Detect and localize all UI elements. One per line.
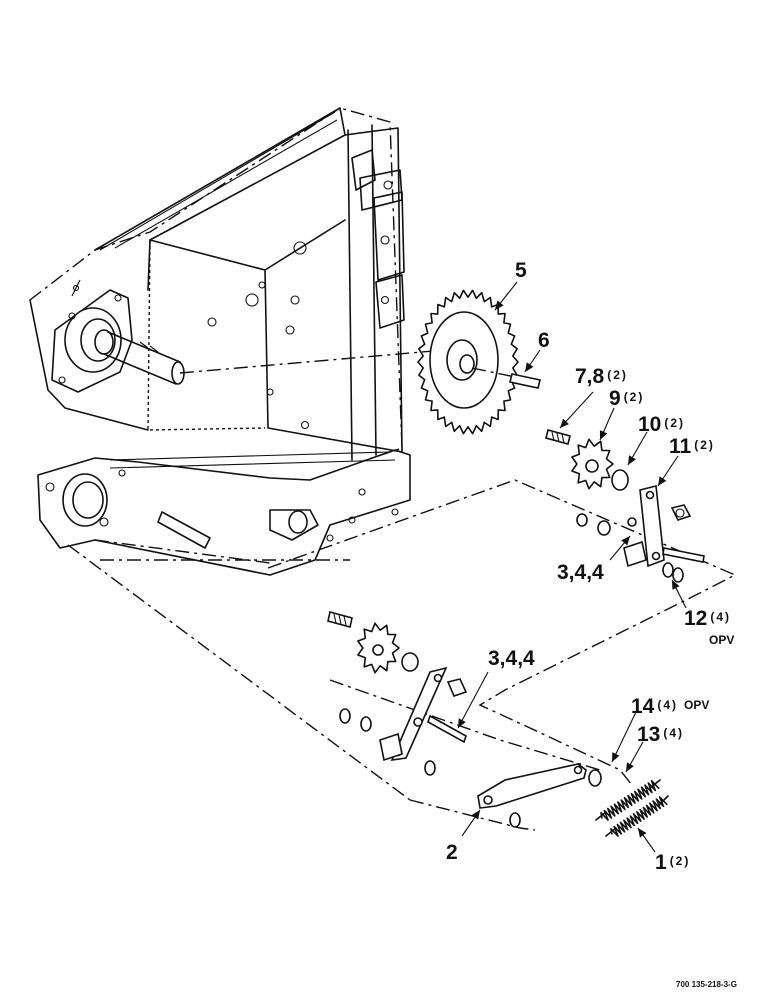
callout-11: 11(2) [669, 436, 715, 457]
callout-12-quantity: (4) [710, 610, 732, 624]
lower-idler-assembly [327, 611, 468, 776]
callout-1-quantity: (2) [669, 854, 691, 868]
key [509, 373, 541, 389]
callout-12: 12(4) [684, 608, 731, 629]
callout-5-number: 5 [515, 259, 527, 282]
callout-14-opv: OPV [684, 698, 710, 712]
callout-14-quantity: (4) [657, 698, 679, 712]
callout-9-number: 9 [609, 387, 621, 410]
callout-13-number: 13 [637, 723, 661, 746]
callout-10: 10(2) [638, 414, 685, 435]
callout-3-4-4-lower-number: 3,4,4 [488, 647, 535, 670]
callout-6-number: 6 [538, 329, 550, 352]
callout-10-quantity: (2) [664, 416, 686, 430]
callout-11-quantity: (2) [694, 438, 715, 452]
callout-11-number: 11 [669, 435, 692, 458]
callout-10-number: 10 [638, 413, 662, 436]
callout-1-number: 1 [655, 851, 667, 874]
callout-2: 2 [446, 842, 458, 863]
tensioner-arm [477, 763, 587, 828]
drive-shaft [103, 331, 446, 385]
callout-3-4-4-upper-number: 3,4,4 [557, 561, 604, 584]
callout-7-8: 7,8(2) [575, 366, 628, 387]
callout-12-opv: OPV [709, 633, 735, 647]
callout-14: 14(4) OPV [631, 696, 709, 717]
callout-1: 1(2) [655, 852, 690, 873]
callout-9-quantity: (2) [623, 390, 645, 404]
springs [595, 779, 669, 837]
callout-13: 13(4) [637, 724, 684, 745]
washers [588, 769, 602, 787]
callout-7-8-number: 7,8 [575, 365, 605, 388]
callout-6: 6 [538, 330, 550, 351]
document-number: 700 135-218-3-G [676, 980, 737, 989]
bearing-flange [51, 289, 133, 393]
callout-5: 5 [515, 260, 527, 281]
callout-3-4-4-upper: 3,4,4 [557, 562, 604, 583]
axis-lines [67, 479, 737, 831]
callout-14-number: 14 [631, 695, 655, 718]
frame-housing [29, 107, 405, 463]
lower-frame-plate [37, 449, 411, 576]
leader-lines [457, 281, 687, 853]
drive-sprocket [417, 289, 521, 435]
callout-9: 9(2) [609, 388, 644, 409]
callout-7-8-quantity: (2) [607, 368, 628, 382]
callout-13-quantity: (4) [663, 726, 685, 740]
upper-idler-assembly [545, 429, 705, 583]
callout-2-number: 2 [446, 841, 458, 864]
callout-3-4-4-lower: 3,4,4 [488, 648, 535, 669]
callout-12-number: 12 [684, 607, 708, 630]
